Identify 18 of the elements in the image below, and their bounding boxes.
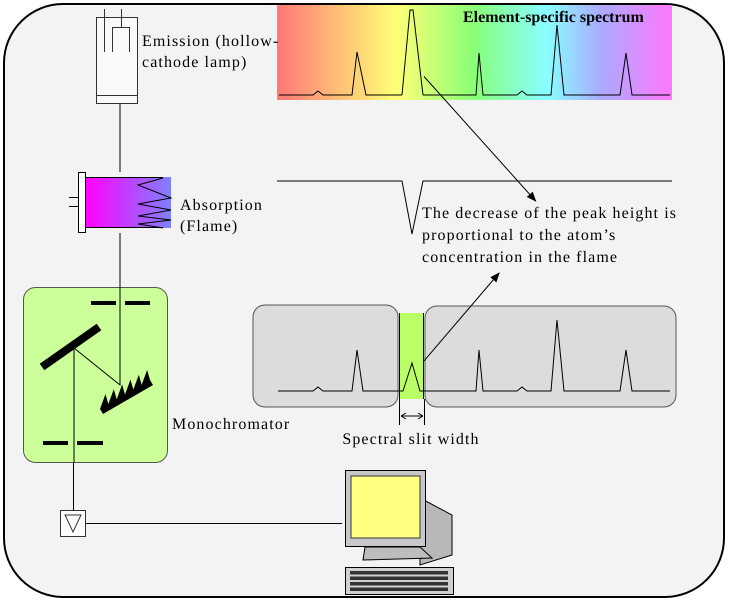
- light-path-line: [73, 462, 74, 510]
- component-label: Absorption (Flame): [180, 196, 264, 237]
- slit-window: [399, 313, 424, 399]
- spectrum-peak-drawing: [402, 9, 424, 96]
- leader-arrow: [424, 272, 500, 362]
- component-label: Emission (hollow-cathode lamp): [142, 32, 280, 73]
- leader-arrow: [424, 76, 536, 202]
- computer-drawing: [342, 467, 456, 596]
- light-path-line: [86, 523, 342, 524]
- hollow-cathode-lamp-drawing: [96, 9, 138, 104]
- annotation-text: The decrease of the peak height is proportional to the atom’s concentration in the flame: [422, 204, 678, 268]
- monochromator-box: [23, 287, 168, 463]
- spectrum-title: Element-specific spectrum: [463, 8, 645, 28]
- dimension-label: Spectral slit width: [341, 430, 481, 450]
- component-label: Monochromator: [172, 415, 292, 435]
- detector-box: [60, 510, 86, 537]
- spectrum-panel: [277, 5, 672, 100]
- flame-drawing: [69, 172, 172, 233]
